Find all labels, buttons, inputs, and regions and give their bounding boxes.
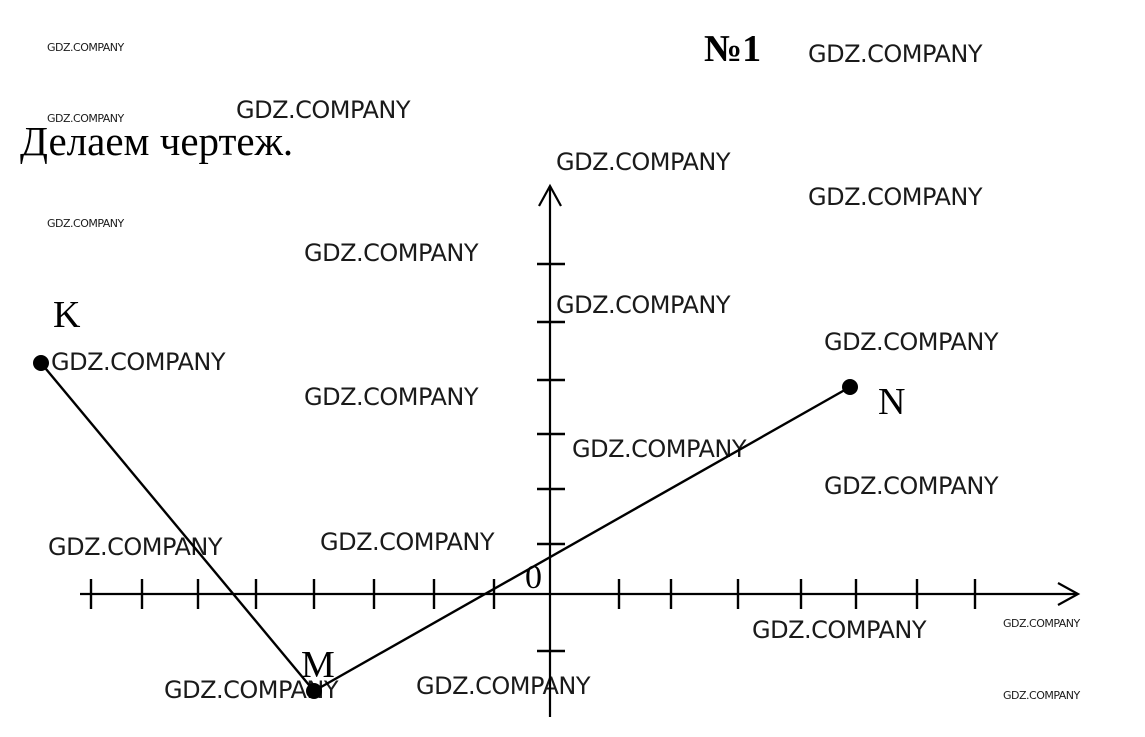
watermark: GDZ.COMPANY bbox=[824, 472, 999, 500]
watermark: GDZ.COMPANY bbox=[304, 239, 479, 267]
point-m-label: M bbox=[301, 644, 335, 686]
point-k bbox=[33, 355, 49, 371]
segment-mn bbox=[313, 385, 851, 693]
y-axis-arrow bbox=[538, 183, 562, 207]
watermark: GDZ.COMPANY bbox=[47, 217, 125, 230]
point-n-label: N bbox=[878, 381, 905, 423]
watermark: GDZ.COMPANY bbox=[808, 40, 983, 68]
watermark: GDZ.COMPANY bbox=[1003, 617, 1081, 630]
watermark: GDZ.COMPANY bbox=[304, 383, 479, 411]
watermark: GDZ.COMPANY bbox=[48, 533, 223, 561]
point-k-label: K bbox=[53, 294, 81, 336]
x-ticks bbox=[89, 579, 977, 609]
watermark: GDZ.COMPANY bbox=[47, 41, 125, 54]
heading: Делаем чертеж. bbox=[20, 118, 293, 164]
segment-km bbox=[40, 362, 315, 692]
watermark: GDZ.COMPANY bbox=[808, 183, 983, 211]
watermark: GDZ.COMPANY bbox=[1003, 689, 1081, 702]
x-axis-arrow bbox=[1057, 582, 1081, 606]
watermark: GDZ.COMPANY bbox=[824, 328, 999, 356]
point-n bbox=[842, 379, 858, 395]
problem-number: №1 bbox=[704, 28, 761, 70]
y-ticks bbox=[537, 262, 565, 653]
watermark: GDZ.COMPANY bbox=[236, 96, 411, 124]
watermark: GDZ.COMPANY bbox=[51, 348, 226, 376]
watermark: GDZ.COMPANY bbox=[320, 528, 495, 556]
watermark: GDZ.COMPANY bbox=[556, 148, 731, 176]
watermark: GDZ.COMPANY bbox=[572, 435, 747, 463]
watermark-layer: GDZ.COMPANY GDZ.COMPANY GDZ.COMPANY GDZ.… bbox=[47, 40, 1081, 704]
watermark: GDZ.COMPANY bbox=[752, 616, 927, 644]
watermark: GDZ.COMPANY bbox=[556, 291, 731, 319]
points bbox=[33, 355, 858, 699]
axes bbox=[80, 183, 1081, 717]
watermark: GDZ.COMPANY bbox=[416, 672, 591, 700]
point-m bbox=[306, 683, 322, 699]
segments bbox=[40, 362, 851, 693]
watermark: GDZ.COMPANY bbox=[47, 112, 125, 125]
origin-label: 0 bbox=[525, 559, 542, 596]
